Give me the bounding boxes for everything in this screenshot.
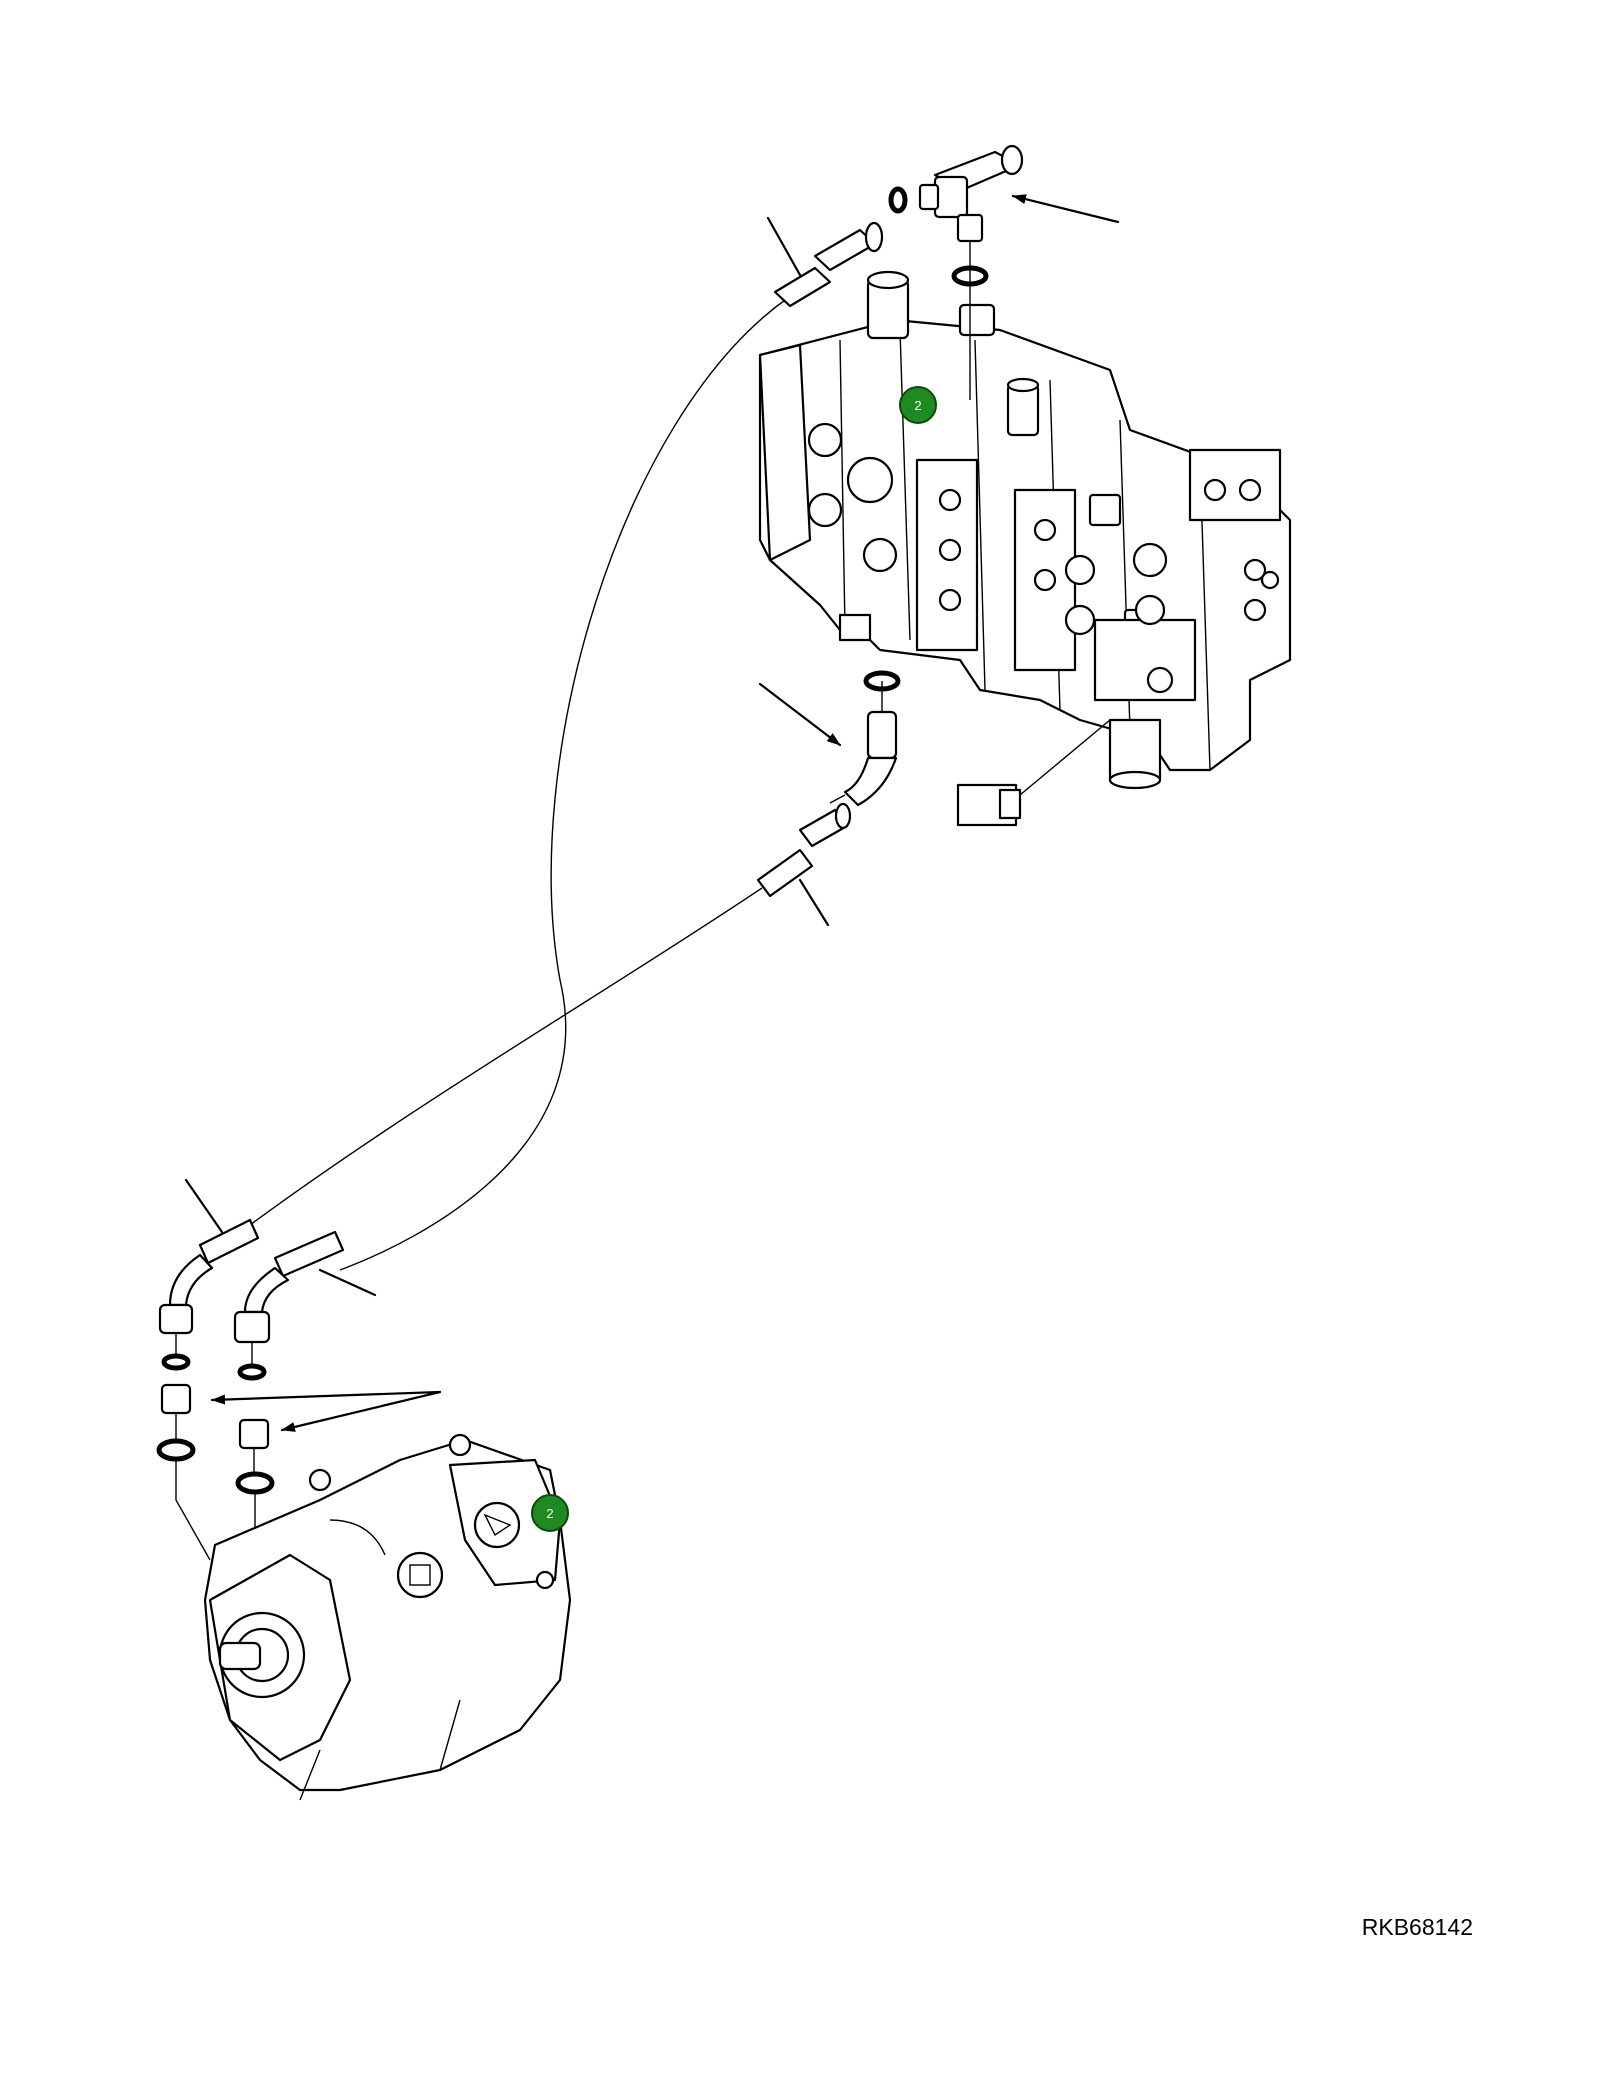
- callout-valve-label: 2: [914, 398, 921, 413]
- hose-end-top: [773, 221, 884, 308]
- hose-end-middle: [756, 802, 852, 898]
- leader-lines: [184, 194, 1120, 1432]
- callout-valve: 2: [899, 386, 937, 424]
- drawing-number: RKB68142: [1361, 1914, 1473, 1940]
- pump-adapters: [156, 1333, 275, 1561]
- callout-pump-label: 2: [546, 1506, 553, 1521]
- hydraulic-pump: [203, 1433, 572, 1801]
- elbow-fitting: [829, 681, 898, 807]
- hoses: [249, 299, 786, 1271]
- tee-fitting: [918, 144, 1024, 400]
- callout-pump: 2: [531, 1494, 569, 1532]
- hose-elbow-right: [233, 1230, 345, 1344]
- hose-elbow-left: [158, 1218, 260, 1335]
- control-valve-assembly: [758, 270, 1292, 827]
